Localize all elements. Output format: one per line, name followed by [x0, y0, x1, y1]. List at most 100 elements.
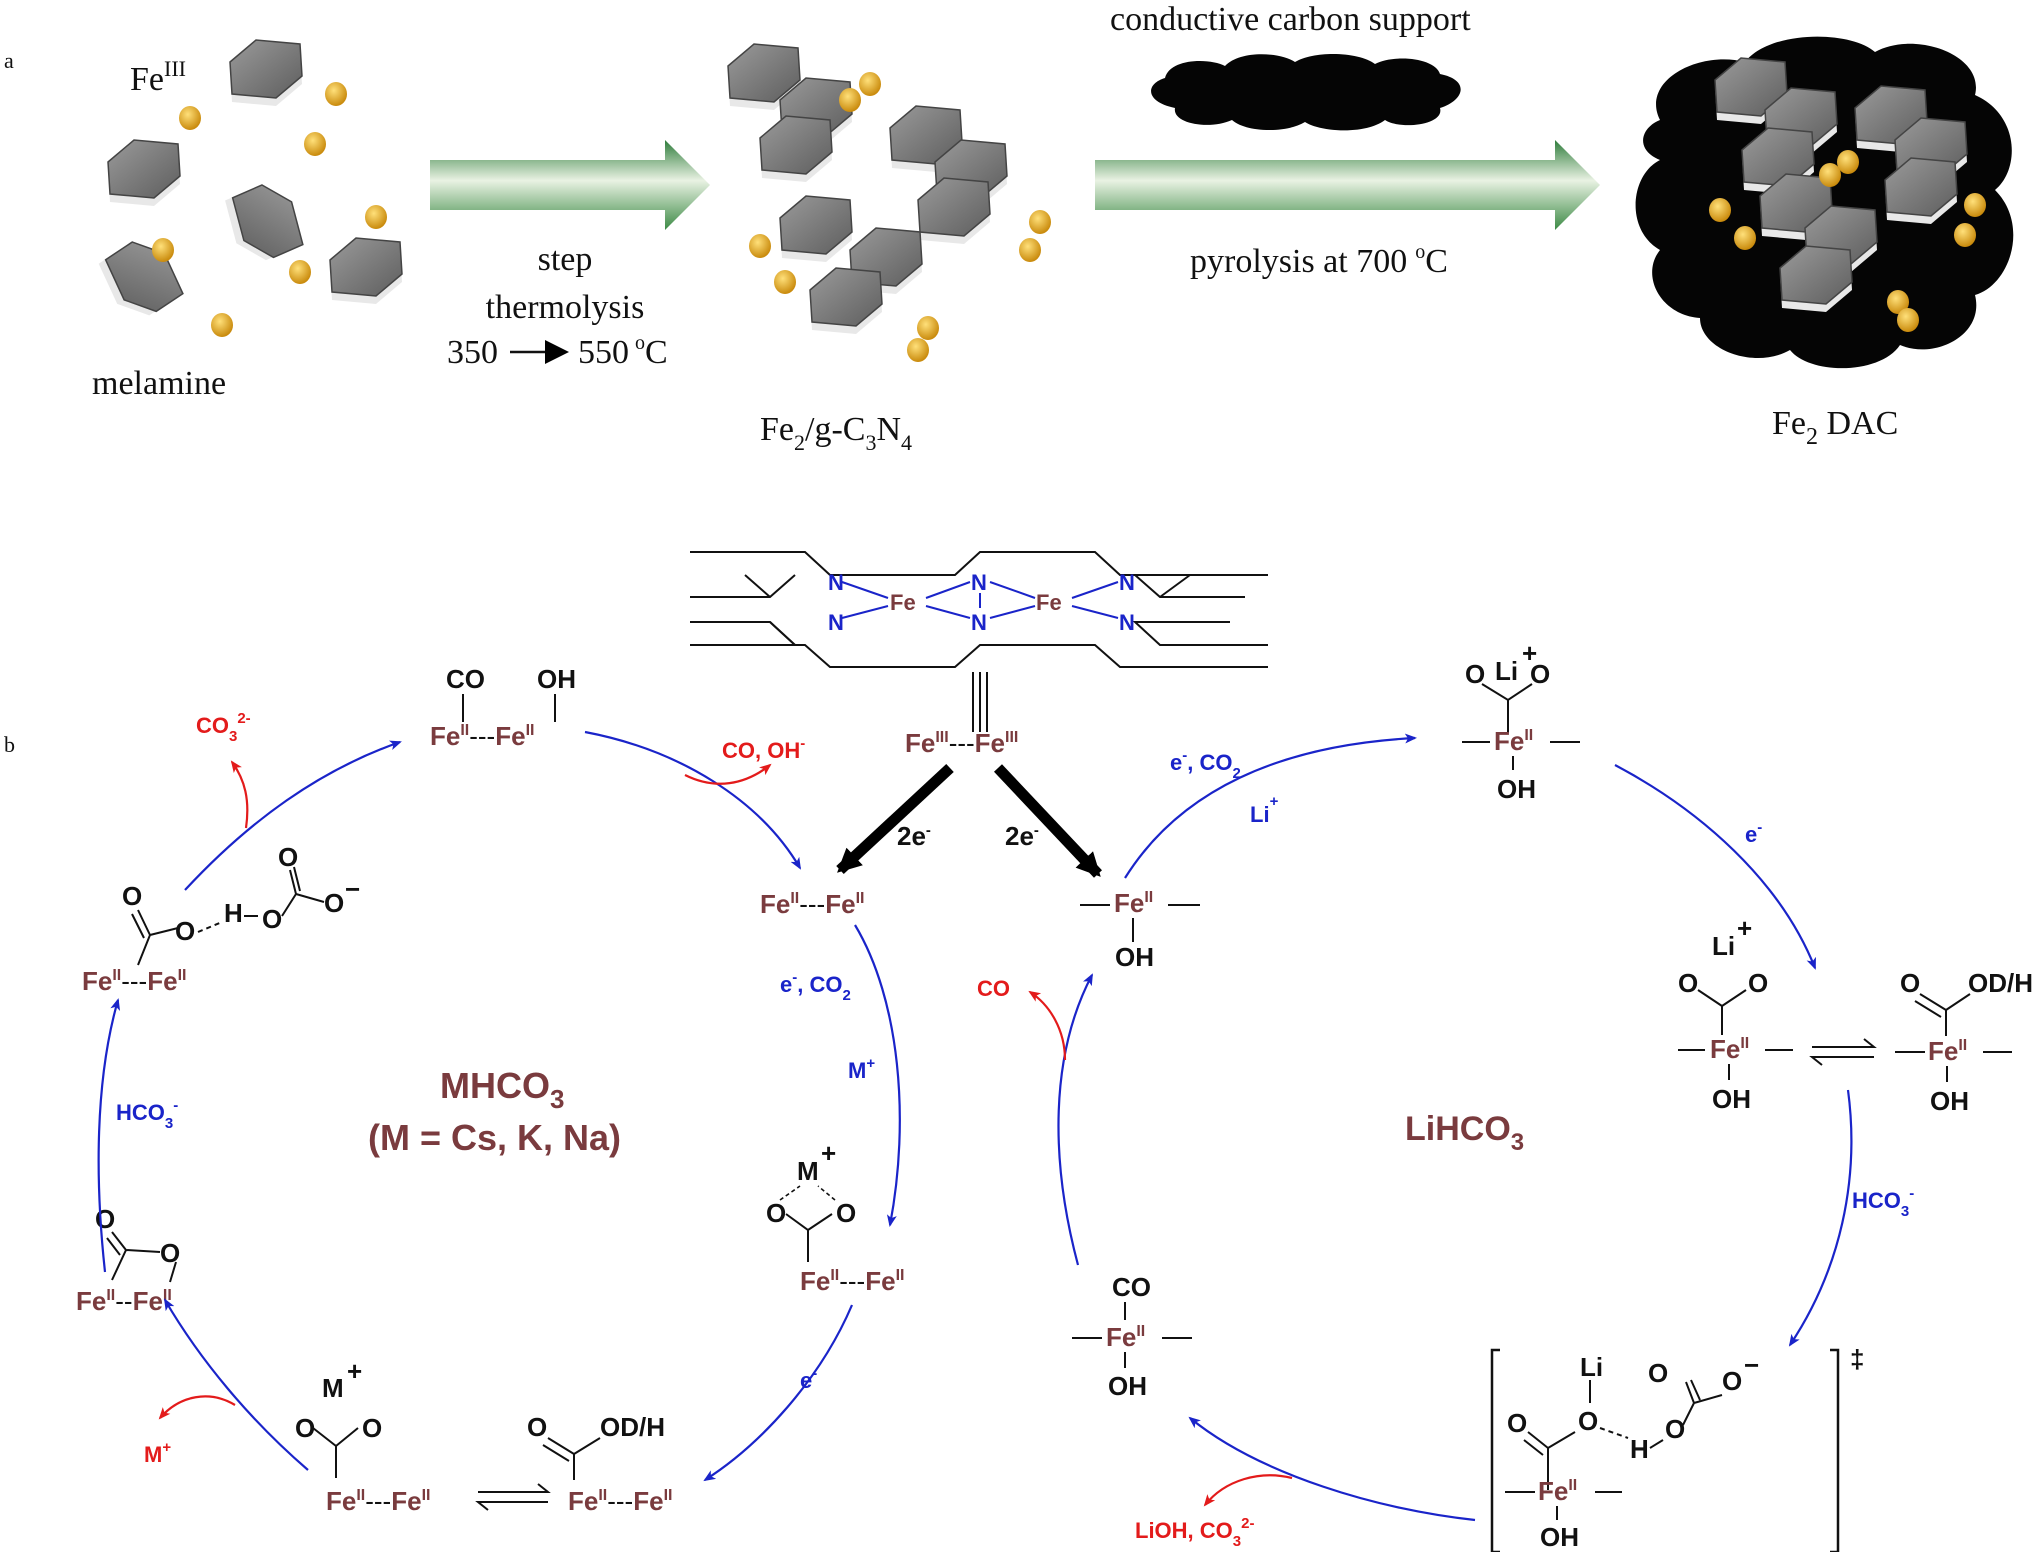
- arrow-co-oh-out: [684, 763, 772, 785]
- fe-atom: [774, 270, 796, 294]
- arrow-to-fe-oh: [1057, 973, 1093, 1266]
- fe-atom: [1837, 150, 1859, 174]
- arrow-m-out: [158, 1395, 236, 1420]
- fe-center: FeII: [1106, 1322, 1145, 1352]
- left-cycle: CO OH FeII---FeII FeII---FeII M + O O Fe…: [76, 664, 904, 1516]
- species-bicarbonate-adduct: O O H O O O − FeII---FeII: [82, 842, 360, 996]
- fe-dimer: FeII---FeII: [568, 1486, 672, 1516]
- arrow-to-adduct: [97, 998, 121, 1273]
- h-atom: H: [1630, 1434, 1649, 1464]
- left-cycle-arrows: [97, 730, 901, 1482]
- product-label: Fe2 DAC: [1772, 405, 1898, 450]
- fe-atom: [211, 313, 233, 337]
- n-atom: N: [828, 570, 844, 595]
- svg-text:−: −: [1744, 1350, 1759, 1380]
- o-atom: O: [527, 1412, 547, 1442]
- svg-text:+: +: [1522, 638, 1537, 668]
- o-atom: O: [836, 1198, 856, 1228]
- fe-center: FeII: [1114, 888, 1153, 918]
- fe-atom: [289, 260, 311, 284]
- o-atom: O: [278, 842, 298, 872]
- fe-dimer: FeII---FeII: [430, 721, 534, 751]
- intermediate-label: Fe2/g-C3N4: [760, 411, 912, 455]
- svg-text:+: +: [347, 1356, 362, 1386]
- species-fe-carboxylic-acid: O OD/H FeII OH: [1895, 968, 2032, 1116]
- arrow-thermolysis: [430, 140, 710, 230]
- n-atom: N: [1119, 610, 1135, 635]
- e-reagent-left: e-: [800, 1365, 817, 1393]
- oh-ligand: OH: [1108, 1371, 1147, 1401]
- carbon-support: [1151, 53, 1461, 131]
- species-fe-co: CO FeII OH: [1072, 1272, 1192, 1401]
- melamine-sheet: [329, 237, 403, 305]
- fe-atom: [1709, 198, 1731, 222]
- o-atom: O: [1748, 968, 1768, 998]
- h-atom: H: [224, 898, 243, 928]
- o-atom: O: [1665, 1414, 1685, 1444]
- li-plus-reagent: Li+: [1250, 793, 1279, 827]
- svg-text:+: +: [1737, 913, 1752, 943]
- lioh-co3-byproduct: LiOH, CO32-: [1135, 1515, 1254, 1550]
- arrow-lioh-out: [1203, 1474, 1293, 1507]
- oh-ligand: OH: [1712, 1084, 1751, 1114]
- hco3-reagent-right: HCO3-: [1852, 1185, 1914, 1220]
- step-label-2: thermolysis: [486, 289, 645, 326]
- fe-atom: [304, 132, 326, 156]
- n-atom: N: [971, 570, 987, 595]
- o-atom: O: [1678, 968, 1698, 998]
- right-cycle-label: LiHCO3: [1405, 1110, 1524, 1156]
- transfer-label-left: 2e-: [897, 821, 931, 851]
- fe-atom: [1029, 210, 1051, 234]
- cn-sheet: [779, 195, 853, 263]
- fe-dimer: FeII---FeII: [82, 966, 186, 996]
- panel-a-label: a: [4, 48, 14, 73]
- fe-dimer: FeII--FeII: [76, 1286, 172, 1316]
- n-atom: N: [1119, 570, 1135, 595]
- arrow-to-fe-co: [1188, 1416, 1476, 1522]
- fe-atom: [179, 106, 201, 130]
- species-bridging-carbonate: O O FeII--FeII: [76, 1204, 180, 1316]
- fe-atom: [917, 316, 939, 340]
- fe-atom: [325, 82, 347, 106]
- equilibrium-arrows-left: [475, 1483, 551, 1511]
- left-cycle-condition: (M = Cs, K, Na): [368, 1117, 621, 1158]
- center-species: FeIII---FeIII: [905, 728, 1018, 758]
- panel-b: b N N N N N: [4, 551, 2032, 1552]
- fe-dimer: FeII---FeII: [800, 1266, 904, 1296]
- melamine-sheet: [93, 230, 189, 328]
- triple-bond: [972, 672, 988, 732]
- arrow-to-acid: [703, 1304, 854, 1482]
- melamine-sheet: [229, 39, 303, 107]
- oh-ligand: OH: [1115, 942, 1154, 972]
- fe-atom: [859, 72, 881, 96]
- panel-b-label: b: [4, 732, 15, 757]
- svg-text:−: −: [345, 874, 360, 904]
- m-ion: M: [797, 1156, 819, 1186]
- species-carboxylic-acid-dimer: O OD/H FeII---FeII: [527, 1412, 672, 1516]
- arrow-to-bridging: [163, 1298, 309, 1471]
- co-byproduct: CO: [977, 976, 1010, 1001]
- ts-dagger: ‡: [1850, 1344, 1864, 1374]
- arrow-2e-right: [993, 764, 1103, 878]
- hco3-reagent-left: HCO3-: [116, 1097, 178, 1132]
- arrow-co3-out: [230, 760, 249, 829]
- oh-ligand: OH: [1540, 1522, 1579, 1552]
- fe-dimer: FeII---FeII: [326, 1486, 430, 1516]
- o-atom: O: [175, 916, 195, 946]
- cn-sheet: [809, 267, 883, 335]
- right-cycle-byproduct-arrows: [1028, 990, 1293, 1507]
- species-co-oh-dimer: CO OH FeII---FeII: [430, 664, 576, 751]
- n-atom: N: [828, 610, 844, 635]
- m-ion: M: [322, 1373, 344, 1403]
- right-cycle: FeII OH Li + O O FeII OH Li +: [977, 638, 2032, 1552]
- left-cycle-byproduct-arrows: [158, 760, 772, 1420]
- arrow-to-reduced: [584, 730, 802, 870]
- species-fe-oh: FeII OH: [1080, 888, 1200, 972]
- o-atom: O: [1465, 659, 1485, 689]
- o-atom: O: [262, 904, 282, 934]
- fe-atom: [749, 234, 771, 258]
- m-plus-reagent: M+: [848, 1055, 875, 1083]
- fe-atom-label: Fe: [1036, 590, 1062, 615]
